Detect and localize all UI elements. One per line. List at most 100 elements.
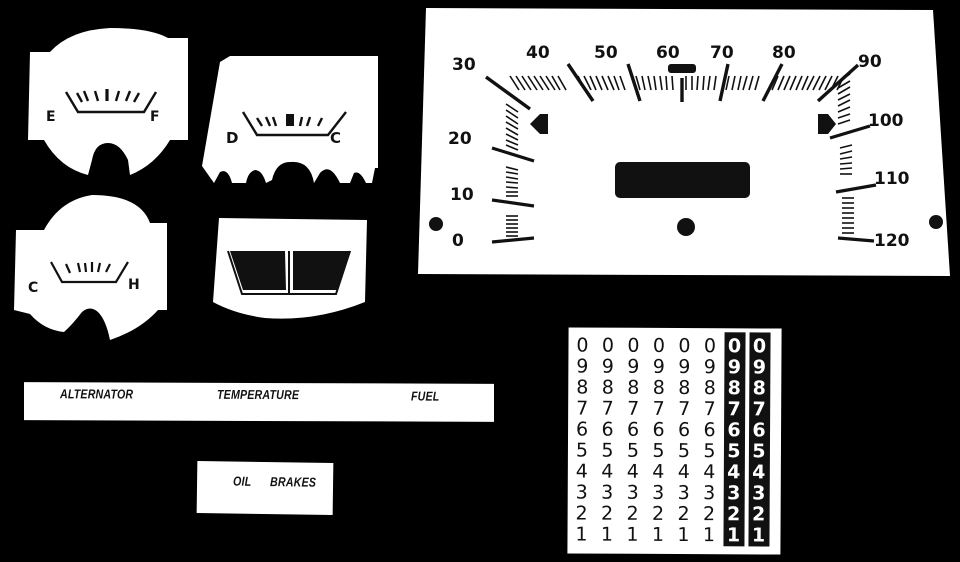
left-mounting-hole <box>429 217 443 231</box>
digit: 8 <box>576 376 589 399</box>
right-major-ticks <box>829 124 877 243</box>
digit: 3 <box>626 481 639 504</box>
dc-gauge-d-label: D <box>226 129 238 147</box>
inverted-digit: 1 <box>726 524 741 547</box>
digit: 8 <box>627 376 640 399</box>
digit: 6 <box>703 419 716 442</box>
digit: 0 <box>652 334 666 357</box>
speed-90-label: 90 <box>858 52 882 72</box>
needle-pivot-hole <box>677 218 695 236</box>
digit: 9 <box>576 355 589 378</box>
speed-60-label: 60 <box>656 43 680 63</box>
speedometer-face: 30 20 10 0 40 50 60 70 80 90 100 110 120 <box>418 8 952 280</box>
temperature-label: TEMPERATURE <box>217 386 300 403</box>
digit: 5 <box>626 439 640 462</box>
speed-0-label: 0 <box>452 231 464 251</box>
digit: 1 <box>677 524 690 547</box>
top-major-ticks <box>485 63 860 111</box>
digit: 3 <box>575 481 588 504</box>
oil-label: OIL <box>232 473 252 489</box>
digit: 0 <box>576 334 589 357</box>
left-tick-band <box>505 103 519 237</box>
digit: 6 <box>677 419 691 442</box>
brakes-label: BRAKES <box>269 474 317 490</box>
speed-40-label: 40 <box>526 43 550 63</box>
digit: 5 <box>677 440 691 463</box>
digit: 8 <box>678 377 691 400</box>
right-indicator-window <box>293 251 351 290</box>
inverted-digit: 3 <box>752 482 766 505</box>
inverted-digit: 2 <box>751 503 766 526</box>
digit: 4 <box>575 460 588 483</box>
left-major-ticks <box>491 146 535 244</box>
inverted-digit: 7 <box>752 398 766 421</box>
speed-100-label: 100 <box>868 111 904 131</box>
oil-brakes-strip: OIL BRAKES <box>196 461 334 515</box>
digit: 6 <box>626 418 640 441</box>
speed-70-label: 70 <box>710 43 734 63</box>
fuel-gauge-face: E F <box>0 0 200 180</box>
dc-gauge-center-mark <box>286 114 294 126</box>
digit: 9 <box>601 355 614 378</box>
digit: 7 <box>576 397 589 420</box>
inverted-digit: 8 <box>727 377 741 400</box>
digit: 7 <box>703 398 716 421</box>
inverted-digit: 6 <box>752 419 766 442</box>
temp-cold-label: C <box>28 280 38 296</box>
temp-hot-label: H <box>128 277 140 293</box>
dc-gauge-shape: D C <box>202 56 378 183</box>
digit: 0 <box>678 335 691 358</box>
speed-80-label: 80 <box>772 43 796 63</box>
inverted-digit: 3 <box>727 482 741 505</box>
digit: 2 <box>652 502 665 525</box>
speed-120-label: 120 <box>874 231 910 251</box>
turn-left-arrow-icon <box>530 114 548 134</box>
warning-lens-shape <box>213 218 367 319</box>
digit: 7 <box>601 397 614 420</box>
dc-gauge-face: D C <box>190 40 390 190</box>
digit: 6 <box>601 418 614 441</box>
speed-50-label: 50 <box>594 43 618 63</box>
digit: 0 <box>703 335 717 358</box>
digit: 4 <box>626 460 639 483</box>
digit: 5 <box>575 439 589 462</box>
digit: 2 <box>575 502 588 525</box>
digit: 8 <box>601 376 614 399</box>
digit: 9 <box>627 355 640 378</box>
speed-20-label: 20 <box>448 129 472 149</box>
digit: 8 <box>652 376 665 399</box>
warning-lens-panel <box>205 210 375 325</box>
digit: 3 <box>601 481 614 504</box>
digit: 3 <box>652 481 665 504</box>
digit: 3 <box>677 482 690 505</box>
digit: 5 <box>703 440 716 463</box>
speedometer-shape: 30 20 10 0 40 50 60 70 80 90 100 110 120 <box>418 8 950 276</box>
digit: 2 <box>601 502 614 525</box>
digit: 4 <box>677 461 690 484</box>
digit: 7 <box>652 397 665 420</box>
digit: 2 <box>677 503 690 526</box>
inverted-digit: 0 <box>752 335 767 358</box>
digit: 6 <box>575 418 589 441</box>
inverted-digit: 9 <box>727 356 742 379</box>
digit: 4 <box>601 460 614 483</box>
inverted-digit: 8 <box>752 377 766 400</box>
digit: 9 <box>652 355 665 378</box>
fuel-full-label: F <box>150 109 160 125</box>
digit: 1 <box>651 523 665 546</box>
digit: 9 <box>703 356 716 379</box>
inverted-digit: 0 <box>727 335 742 358</box>
speed-110-label: 110 <box>874 169 910 189</box>
label-strip: ALTERNATOR TEMPERATURE FUEL <box>24 382 494 422</box>
digit: 9 <box>678 356 691 379</box>
digit: 4 <box>652 460 665 483</box>
inverted-digit: 7 <box>727 398 741 421</box>
digit: 7 <box>627 397 640 420</box>
digit: 2 <box>703 503 716 526</box>
inverted-digit: 4 <box>727 461 741 484</box>
dc-gauge-c-label: C <box>330 129 341 147</box>
digit: 1 <box>702 524 716 547</box>
inverted-digit: 5 <box>752 440 766 463</box>
top-center-marker <box>668 64 696 73</box>
